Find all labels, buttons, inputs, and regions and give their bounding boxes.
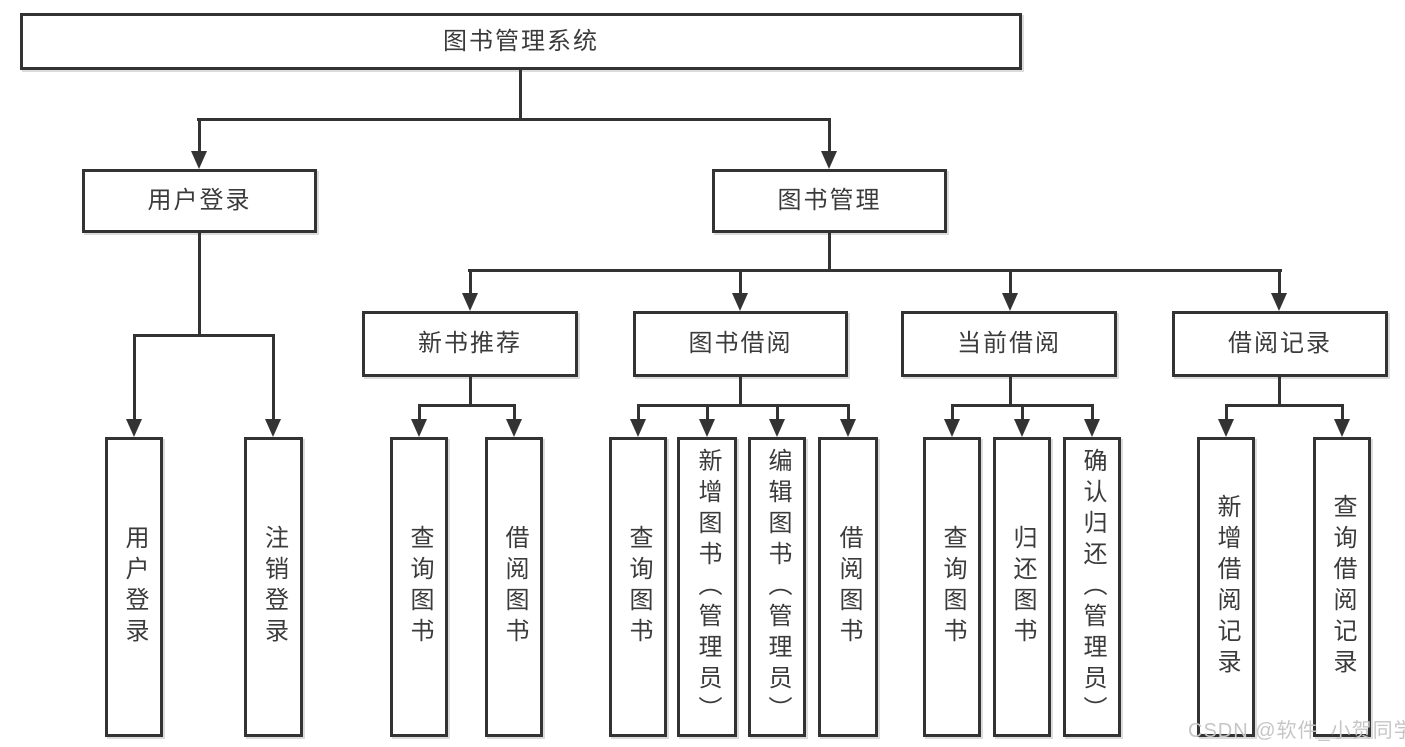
arrow-down-icon	[1334, 419, 1350, 437]
connector-book-mgmt-stem	[828, 233, 831, 272]
arrow-down-icon	[462, 293, 478, 311]
arrow-down-icon	[1014, 419, 1030, 437]
arrow-down-icon	[1218, 419, 1234, 437]
node-root: 图书管理系统	[20, 13, 1022, 70]
arrow-down-icon	[732, 293, 748, 311]
connector-arrow-stem	[418, 404, 421, 421]
arrow-down-icon	[699, 419, 715, 437]
arrow-down-icon	[126, 419, 142, 437]
connector-section-stem	[739, 377, 742, 407]
arrow-down-icon	[1271, 293, 1287, 311]
connector-arrow-stem	[513, 404, 516, 421]
connector-arrow-stem	[951, 404, 954, 421]
leaf-logout: 注销登录	[244, 437, 303, 737]
leaf-recommend-query-books: 查询图书	[390, 437, 448, 737]
connector-arrow-stem	[469, 269, 472, 295]
connector-level3-bus	[468, 269, 1282, 272]
connector-arrow-stem	[1021, 404, 1024, 421]
leaf-borrow-query-books: 查询图书	[609, 437, 667, 737]
arrow-down-icon	[944, 419, 960, 437]
node-user-login: 用户登录	[82, 169, 317, 233]
leaf-add-book-admin: 新增图书（管理员）	[677, 437, 737, 737]
leaf-edit-book-admin: 编辑图书（管理员）	[748, 437, 806, 737]
connector-arrow-stem	[133, 334, 136, 421]
connector-section-stem	[469, 377, 472, 407]
connector-section-bus	[1225, 404, 1344, 407]
leaf-borrow-books: 借阅图书	[818, 437, 878, 737]
connector-arrow-stem	[828, 118, 831, 153]
leaf-query-borrow-record: 查询借阅记录	[1313, 437, 1371, 737]
connector-section-stem	[1278, 377, 1281, 407]
arrow-down-icon	[630, 419, 646, 437]
connector-arrow-stem	[847, 404, 850, 421]
node-book-management: 图书管理	[712, 169, 947, 233]
connector-arrow-stem	[1225, 404, 1228, 421]
connector-section-stem	[1009, 377, 1012, 407]
connector-arrow-stem	[776, 404, 779, 421]
connector-arrow-stem	[1278, 269, 1281, 295]
connector-root-bus	[197, 118, 831, 121]
arrow-down-icon	[840, 419, 856, 437]
arrow-down-icon	[265, 419, 281, 437]
connector-arrow-stem	[1009, 269, 1012, 295]
arrow-down-icon	[411, 419, 427, 437]
connector-arrow-stem	[706, 404, 709, 421]
node-borrow-records: 借阅记录	[1172, 311, 1388, 377]
connector-section-bus	[637, 404, 850, 407]
leaf-return-books: 归还图书	[993, 437, 1051, 737]
leaf-user-login: 用户登录	[105, 437, 163, 737]
arrow-down-icon	[506, 419, 522, 437]
connector-section-bus	[418, 404, 516, 407]
connector-arrow-stem	[1341, 404, 1344, 421]
connector-user-login-stem	[198, 233, 201, 337]
connector-arrow-stem	[739, 269, 742, 295]
csdn-watermark: CSDN @软件_小贺同学	[1188, 720, 1405, 742]
connector-root-stem	[519, 70, 522, 120]
leaf-add-borrow-record: 新增借阅记录	[1197, 437, 1255, 737]
connector-arrow-stem	[272, 334, 275, 421]
arrow-down-icon	[191, 151, 207, 169]
connector-arrow-stem	[1091, 404, 1094, 421]
node-current-borrow: 当前借阅	[901, 311, 1117, 377]
connector-arrow-stem	[198, 118, 201, 153]
leaf-current-query-books: 查询图书	[923, 437, 981, 737]
leaf-confirm-return-admin: 确认归还（管理员）	[1063, 437, 1121, 737]
arrow-down-icon	[1084, 419, 1100, 437]
leaf-recommend-borrow-books: 借阅图书	[485, 437, 543, 737]
arrow-down-icon	[769, 419, 785, 437]
node-book-borrow: 图书借阅	[633, 311, 848, 377]
arrow-down-icon	[1002, 293, 1018, 311]
connector-user-login-bus	[133, 334, 275, 337]
connector-arrow-stem	[637, 404, 640, 421]
node-new-book-recommend: 新书推荐	[362, 311, 578, 377]
arrow-down-icon	[821, 151, 837, 169]
